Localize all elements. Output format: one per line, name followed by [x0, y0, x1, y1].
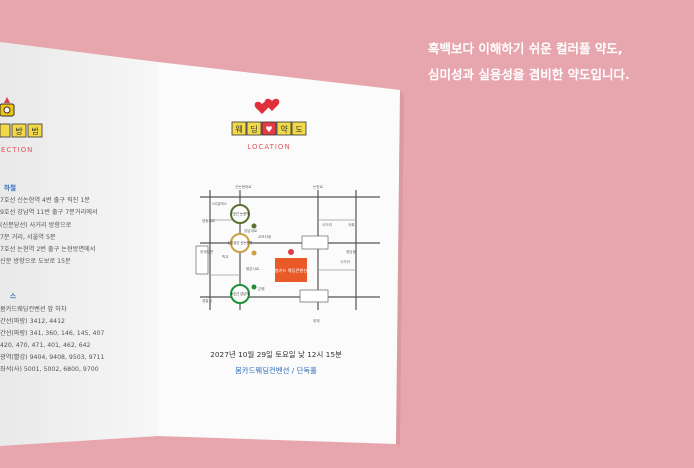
road-label: 양재: [313, 318, 320, 323]
bus-info: 스 봄카드웨딩컨벤션 앞 하차 간선(파랑) 3412, 4412 간선(파랑)…: [0, 292, 104, 373]
road-label: 강남대로: [244, 228, 258, 233]
station-nonhyeon-label: 7호선 논현역: [231, 211, 249, 216]
bus-line-4: 420, 470, 471, 401, 462, 642: [0, 342, 91, 349]
building-block: [195, 245, 209, 275]
exit-marker: [251, 250, 257, 256]
venue-marker: 봄카드 웨딩컨벤션: [275, 249, 307, 282]
station-gangnam: 9호선 강남역: [230, 284, 250, 304]
event-venue: 봄카드웨딩컨벤션 / 단독홀: [235, 366, 317, 375]
road-label: 사거리: [340, 259, 350, 264]
map-title-char-3: 약: [280, 124, 288, 134]
left-subtitle: ECTION: [1, 146, 33, 154]
map-title-char-2: 딩: [250, 124, 257, 134]
subway-line-4: 7분 거리, 서울역 5분: [0, 233, 56, 241]
bus-line-1: 봄카드웨딩컨벤션 앞 하차: [0, 305, 67, 313]
subway-line-5: 7호선 논현역 2번 출구 논현방면에서: [0, 245, 95, 253]
subway-line-3: (신분당선) 사거리 방향으로: [0, 221, 72, 229]
location-map: 7호선 논현역 신분당선 신논현역 9호선 강남역 봄카드 웨딩컨벤션 신논현대…: [195, 184, 380, 323]
building-block: [301, 235, 329, 250]
subway-info: 하철 7호선 신논현역 4번 출구 직진 1분 9호선 강남역 11번 출구 7…: [0, 183, 98, 265]
road-label: 은행: [258, 286, 265, 291]
bus-line-6: 좌석(사) 5001, 5002, 6800, 9700: [0, 365, 99, 373]
map-title-char-4: 도: [295, 125, 302, 134]
road-label: 청담동: [346, 249, 357, 254]
road-label: 경찰서: [202, 298, 212, 303]
caption: 흑백보다 이해하기 쉬운 컬러풀 약도, 심미성과 실용성을 겸비한 약도입니다…: [428, 36, 630, 88]
map-panel: [158, 62, 400, 444]
road-label: 국회: [348, 222, 355, 227]
exit-marker: [251, 223, 257, 229]
road-label: GS칼텍스: [212, 201, 228, 206]
left-title-char-2: 법: [31, 126, 38, 136]
road-label: 사거리: [322, 222, 332, 227]
map-pin-icon: [288, 249, 294, 255]
road-label: 양재방면: [200, 249, 213, 254]
station-sinnonhyeon-label: 신분당선 신논현역: [228, 240, 253, 245]
left-title-char-1: 방: [15, 126, 23, 136]
bus-line-3: 간선(파랑) 341, 360, 146, 145, 407: [0, 329, 104, 337]
subway-line-2: 9호선 강남역 11번 출구 7분거리에서: [0, 208, 98, 216]
station-nonhyeon: 7호선 논현역: [230, 204, 250, 224]
road-label: 학교: [222, 254, 229, 259]
map-title: 웨 딩 ♥ 약 도 LOCATION: [231, 98, 307, 151]
station-gangnam-label: 9호선 강남역: [231, 291, 249, 296]
left-panel: [0, 42, 158, 446]
caption-line-1: 흑백보다 이해하기 쉬운 컬러풀 약도,: [428, 41, 623, 56]
road-label: 교보타워: [258, 234, 271, 239]
road-label: 신논현대로: [235, 184, 252, 189]
road-label: 영동대로: [202, 218, 216, 223]
bus-heading: 스: [10, 292, 16, 300]
camera-icon: [0, 97, 15, 117]
event-date: 2027년 10월 29일 토요일 낮 12시 15분: [210, 350, 342, 359]
bus-line-2: 간선(파랑) 3412, 4412: [0, 317, 65, 325]
building-block: [299, 289, 329, 303]
left-title: 방 법 ECTION: [0, 97, 43, 154]
road-label: 논현로: [313, 184, 324, 189]
map-title-char-1: 웨: [235, 124, 242, 134]
map-title-heart: ♥: [265, 125, 272, 134]
venue-marker-label: 봄카드 웨딩컨벤션: [275, 267, 307, 274]
event-info: 2027년 10월 29일 토요일 낮 12시 15분 봄카드웨딩컨벤션 / 단…: [210, 350, 342, 375]
caption-line-2: 심미성과 실용성을 겸비한 약도입니다.: [428, 67, 630, 82]
hearts-icon: [254, 98, 280, 114]
exit-marker: [251, 284, 257, 290]
bus-line-5: 광역(빨강) 9404, 9408, 9503, 9711: [0, 353, 104, 361]
subway-heading: 하철: [4, 183, 16, 192]
station-sinnonhyeon: 신분당선 신논현역: [228, 233, 253, 253]
map-subtitle: LOCATION: [247, 143, 290, 151]
subway-line-6: 신분 방향으로 도보로 15분: [0, 257, 71, 265]
subway-line-1: 7호선 신논현역 4번 출구 직진 1분: [0, 196, 90, 204]
road-label: 봉은사로: [246, 266, 260, 271]
